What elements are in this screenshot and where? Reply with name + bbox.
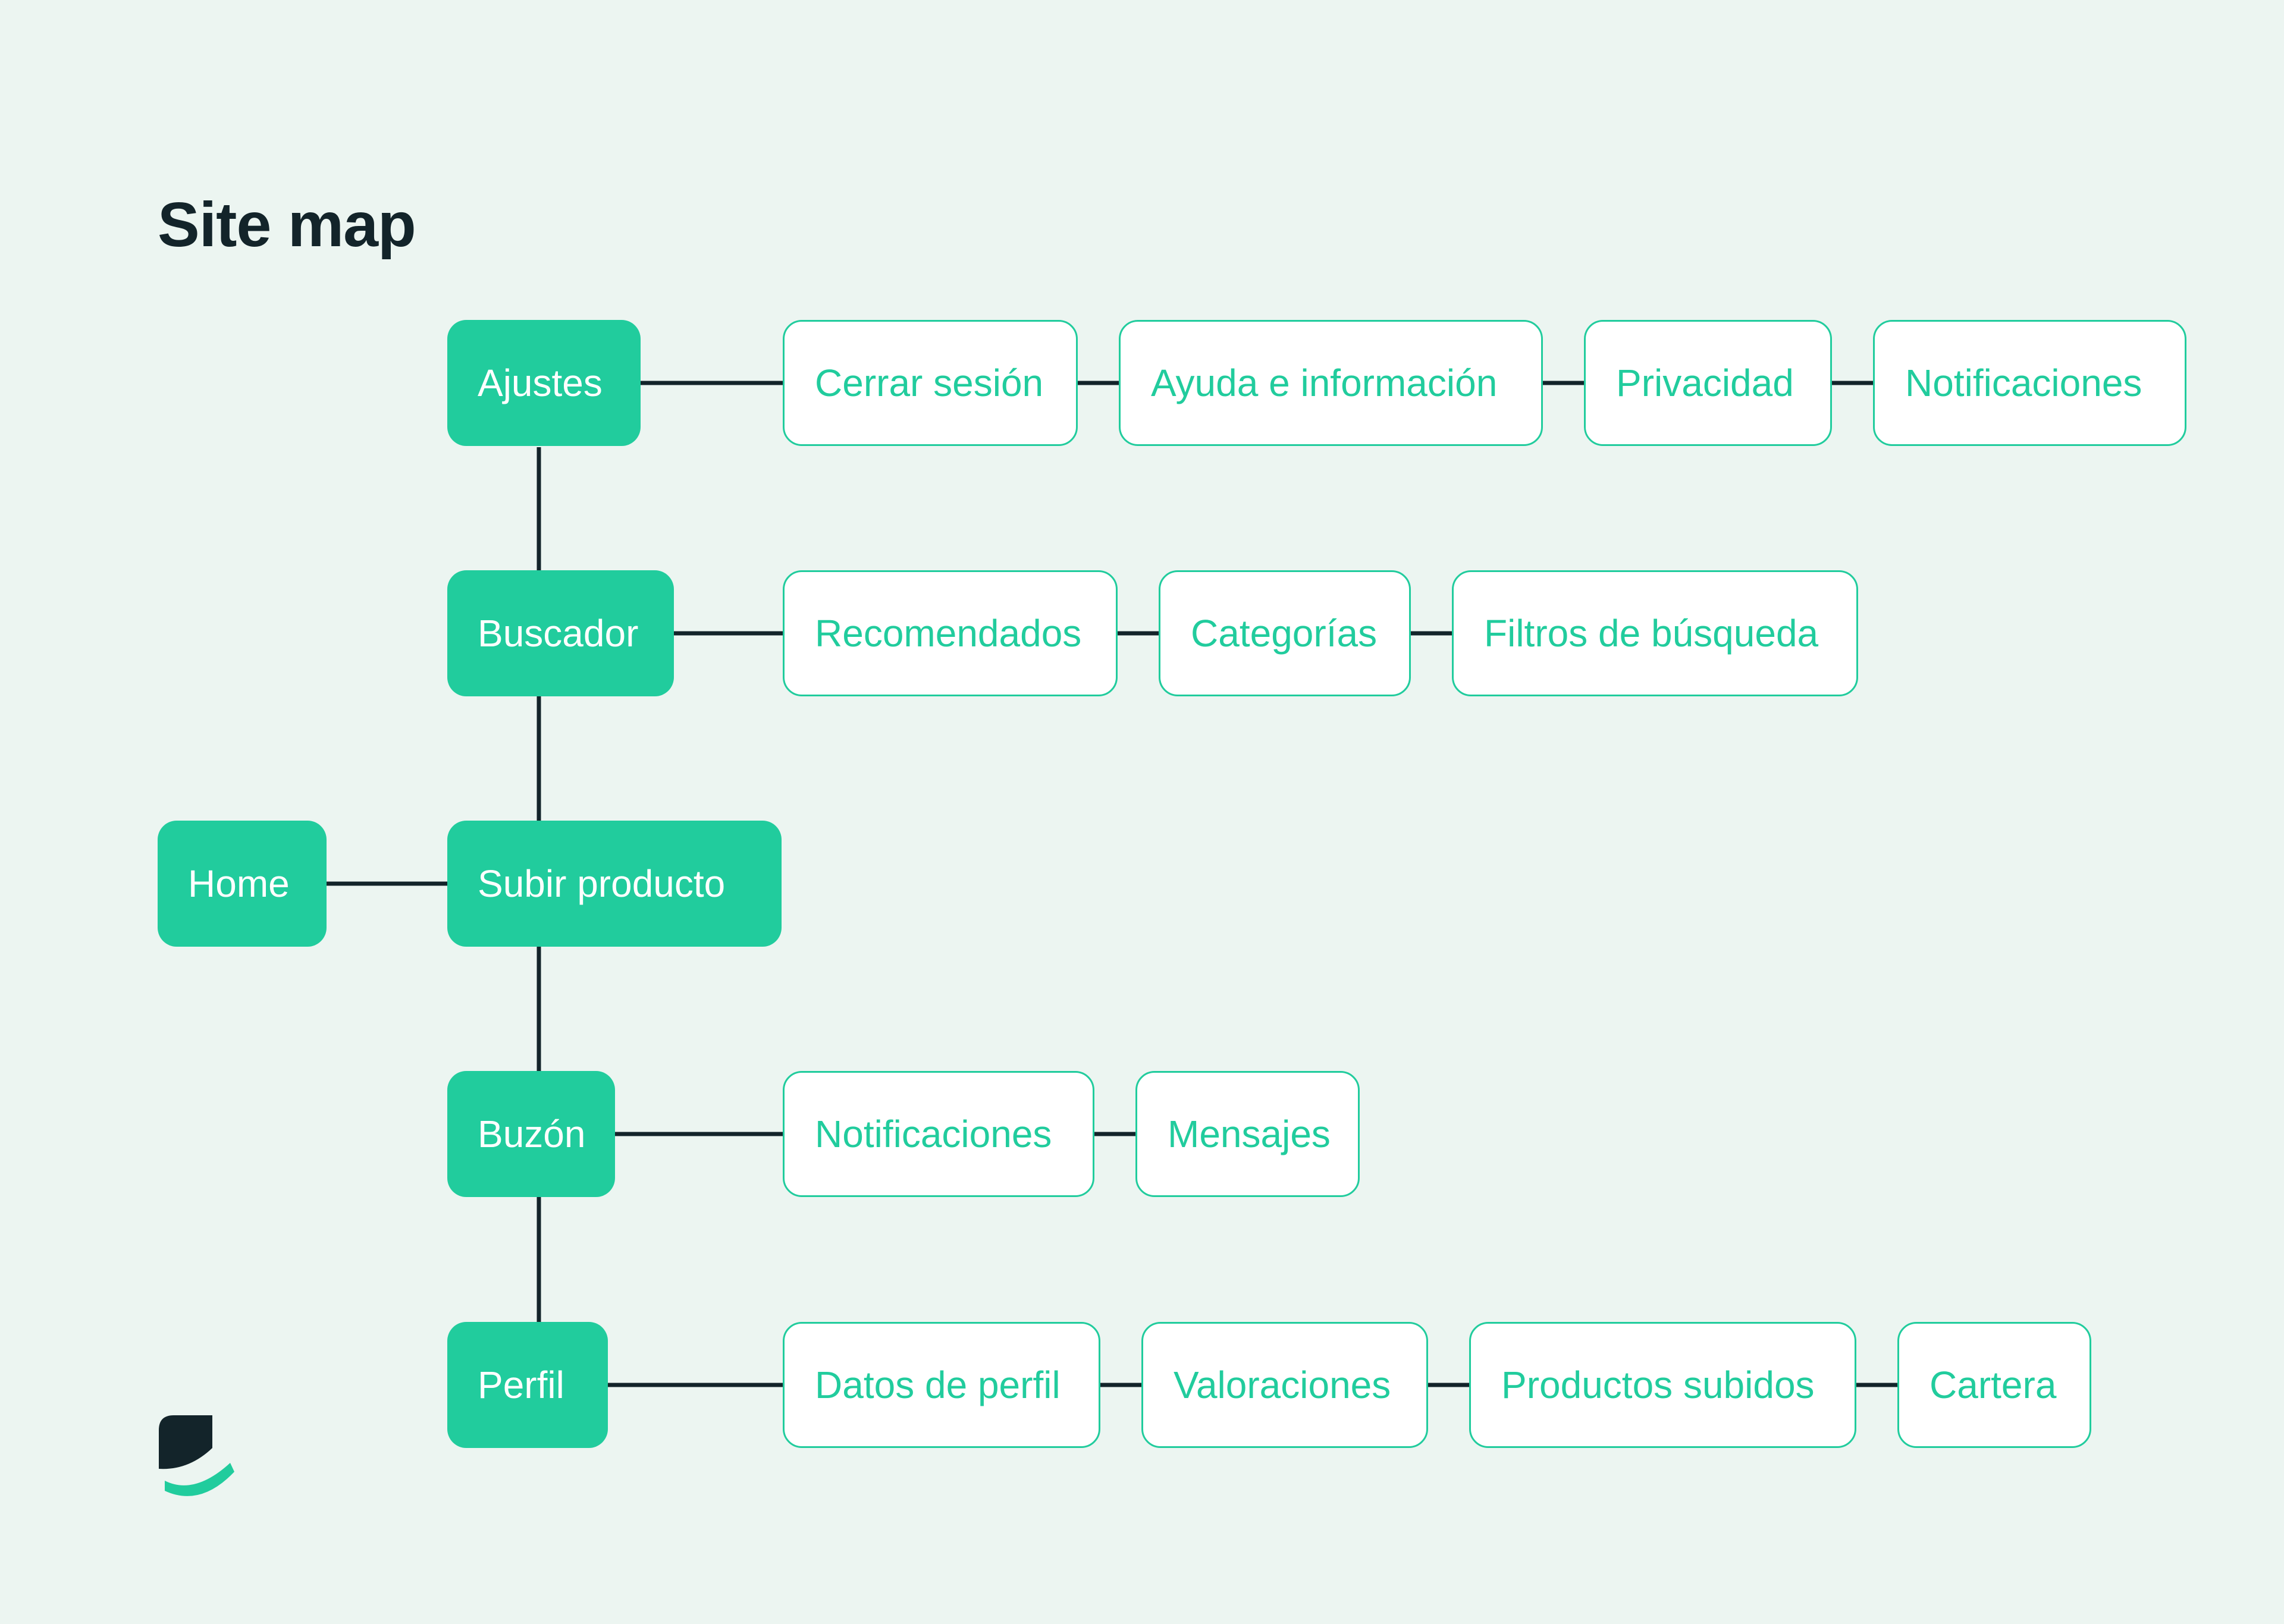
node-notificaciones-ajustes[interactable]: Notificaciones [1873,320,2186,446]
node-subir-producto[interactable]: Subir producto [447,821,782,947]
node-ayuda-informacion[interactable]: Ayuda e información [1119,320,1543,446]
node-cerrar-sesion[interactable]: Cerrar sesión [783,320,1078,446]
node-notificaciones-buzon[interactable]: Notificaciones [783,1071,1094,1197]
node-filtros-busqueda[interactable]: Filtros de búsqueda [1452,570,1858,696]
page-title: Site map [158,190,416,260]
node-buzon[interactable]: Buzón [447,1071,615,1197]
node-privacidad[interactable]: Privacidad [1584,320,1832,446]
node-productos-subidos[interactable]: Productos subidos [1469,1322,1856,1448]
node-ajustes[interactable]: Ajustes [447,320,641,446]
leaf-logo-icon [159,1415,234,1496]
node-recomendados[interactable]: Recomendados [783,570,1118,696]
node-cartera[interactable]: Cartera [1897,1322,2091,1448]
node-perfil[interactable]: Perfil [447,1322,608,1448]
node-home[interactable]: Home [158,821,327,947]
node-valoraciones[interactable]: Valoraciones [1141,1322,1428,1448]
node-mensajes[interactable]: Mensajes [1135,1071,1360,1197]
node-datos-perfil[interactable]: Datos de perfil [783,1322,1100,1448]
node-categorias[interactable]: Categorías [1159,570,1411,696]
node-buscador[interactable]: Buscador [447,570,674,696]
